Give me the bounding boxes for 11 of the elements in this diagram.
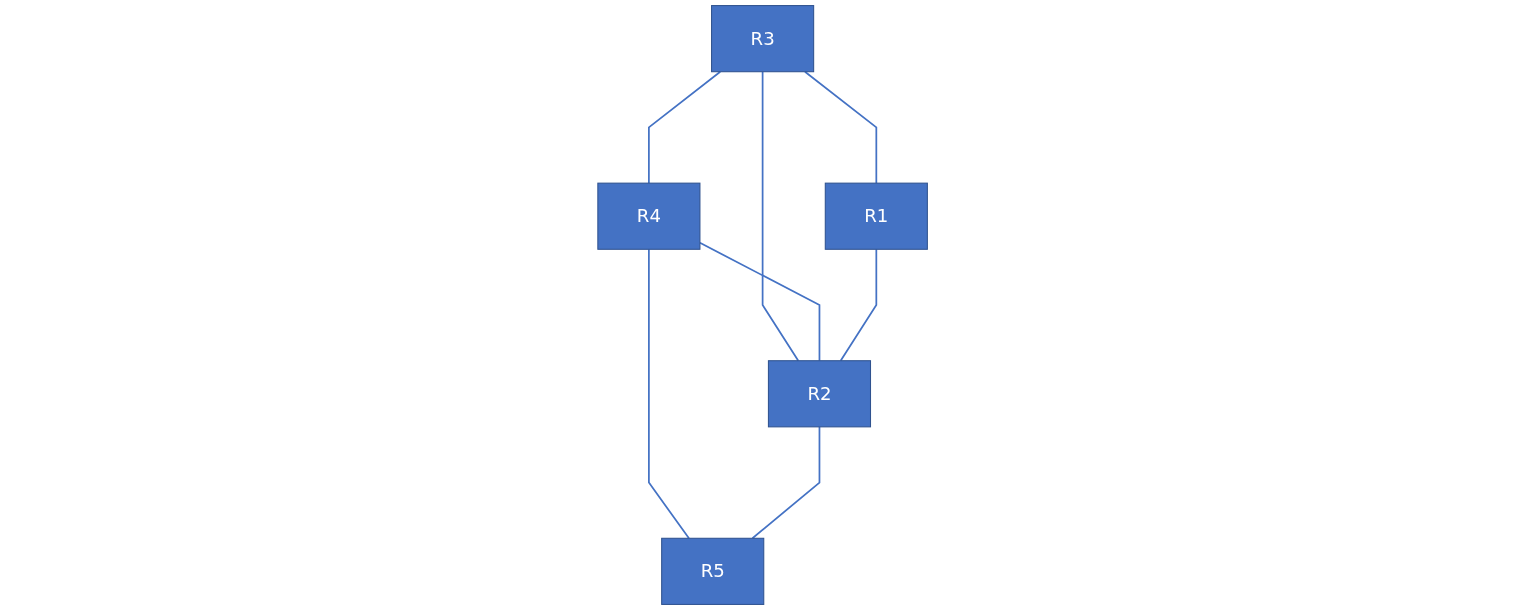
connector [761,70,800,362]
connector [804,70,878,184]
node-box: R1 [824,182,928,250]
connector [751,426,821,540]
connector [839,248,878,362]
node-box: R4 [597,182,701,250]
node-box: R5 [661,537,765,605]
node-box: R2 [767,360,871,428]
connector [647,248,690,540]
node-box: R3 [710,5,815,73]
connector [647,70,721,184]
